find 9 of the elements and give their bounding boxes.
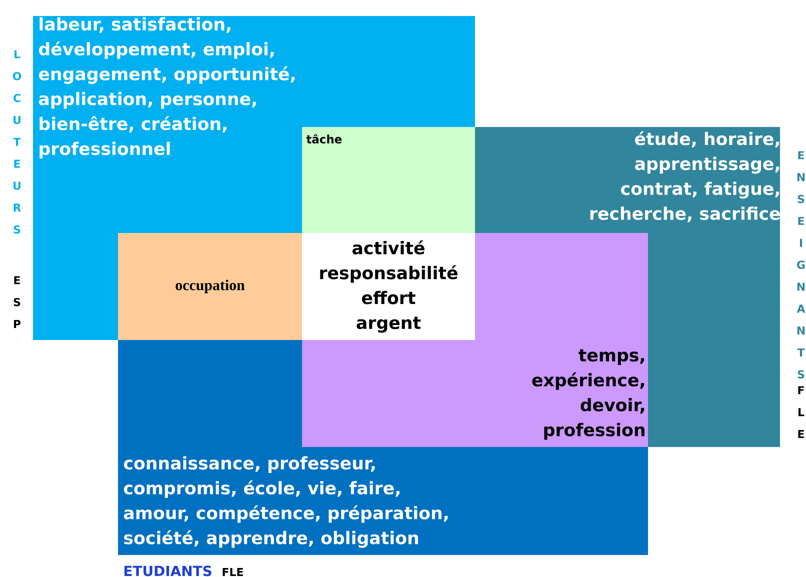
vertical-label: ENSEIGNANTS [796, 151, 806, 379]
color-block: activité responsabilité effort argent [302, 233, 475, 340]
group-label: FLE [222, 568, 243, 576]
vertical-label: LOCUTEURS [12, 50, 22, 234]
group-label: ETUDIANTS [124, 566, 212, 576]
color-block: tâche [302, 127, 475, 233]
color-block: occupation [118, 233, 302, 340]
vertical-label: FLE [798, 386, 804, 438]
vertical-label: ESP [14, 276, 21, 328]
